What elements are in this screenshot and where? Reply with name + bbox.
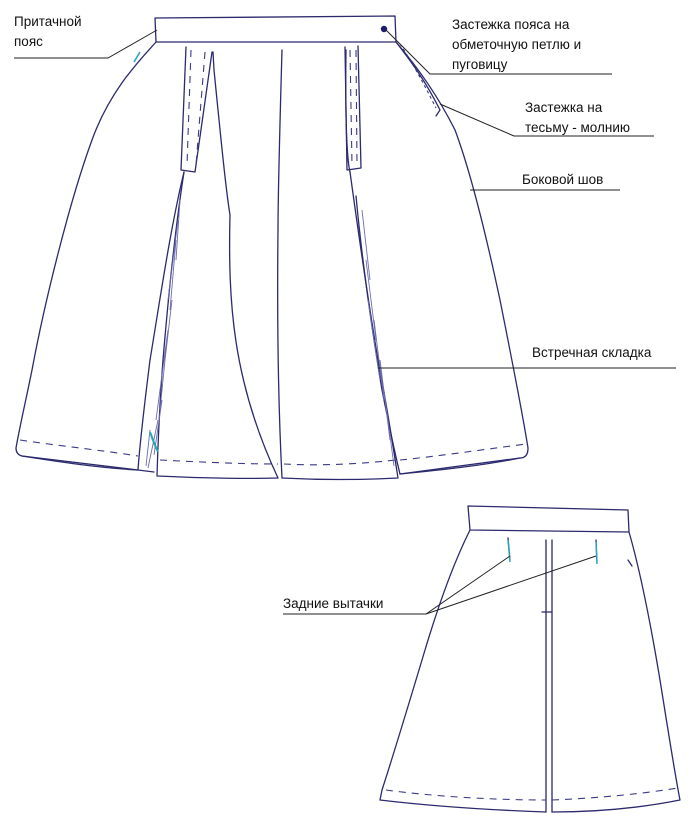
front-hem-right [399,457,521,475]
hem-stitch-center-left [159,459,279,465]
front-waistband [154,15,397,43]
waistband-button [380,25,388,33]
zipper-fly [395,41,441,117]
back-hem-stitch-left [385,789,547,801]
front-left-side-outline [15,41,157,471]
center-pleat-right [276,49,283,479]
leader-lines [14,29,676,615]
stitch-left-tack-a [186,49,192,166]
front-stitching [19,43,527,466]
label-side-seam: Боковой шов [522,172,604,187]
pleat-shading [145,199,395,469]
back-dart-teal-right [595,541,598,565]
right-pleat-hatch [361,209,395,467]
label-back-darts: Задние вытачки [283,596,384,611]
front-left-panel [156,171,279,480]
stitch-right-tack-a [349,49,353,166]
label-belt-fastener-line-2: обметочную петлю и [452,37,582,52]
leader-belt [14,29,158,59]
label-zipper-line-2: тесьму - молнию [525,120,630,135]
front-right-panel [281,171,399,481]
belt-teal-accent [133,51,141,63]
front-hem-left [21,455,155,473]
left-pleat-hatch [145,199,181,469]
left-pleat-inner [137,171,185,471]
zipper-stitch [399,43,437,109]
label-belt-fastener-line-3: пуговицу [452,57,508,72]
back-view [379,505,681,813]
leader-darts-b [425,555,597,615]
back-hem-stitch-right [551,787,679,801]
back-side-slash [627,559,633,567]
label-belt-fastener: Застежка пояса на обметочную петлю и пуг… [452,15,581,75]
front-right-side-outline [395,41,529,475]
label-belt-fastener-line-1: Застежка пояса на [452,17,570,32]
left-pleat-tack [180,46,213,173]
back-waistband [467,505,630,533]
left-pleat-teal-accent [149,431,159,453]
label-zipper-line-1: Застежка на [525,100,603,115]
hem-stitch-left [19,439,139,457]
label-pleat: Встречная складка [532,345,652,360]
label-zipper: Застежка на тесьму - молнию [525,98,630,138]
leader-zipper [439,103,654,137]
right-pleat-inner [355,195,401,475]
stitch-left-tack-b [195,51,206,166]
center-pleat-left [212,51,279,479]
right-pleat-tack [344,45,362,171]
label-belt-line-2: пояс [14,34,43,49]
back-left-outline [379,529,547,813]
back-right-outline [551,531,681,813]
hem-stitch-center-right [283,459,397,466]
label-belt: Притачной пояс [14,12,82,52]
front-view [15,15,529,481]
leader-belt-fastener [385,29,612,75]
back-dart-teal-left [507,539,511,563]
label-belt-line-1: Притачной [14,14,82,29]
hem-stitch-right [399,443,527,461]
back-stitching [385,787,679,801]
stitch-right-tack-b [355,49,358,166]
